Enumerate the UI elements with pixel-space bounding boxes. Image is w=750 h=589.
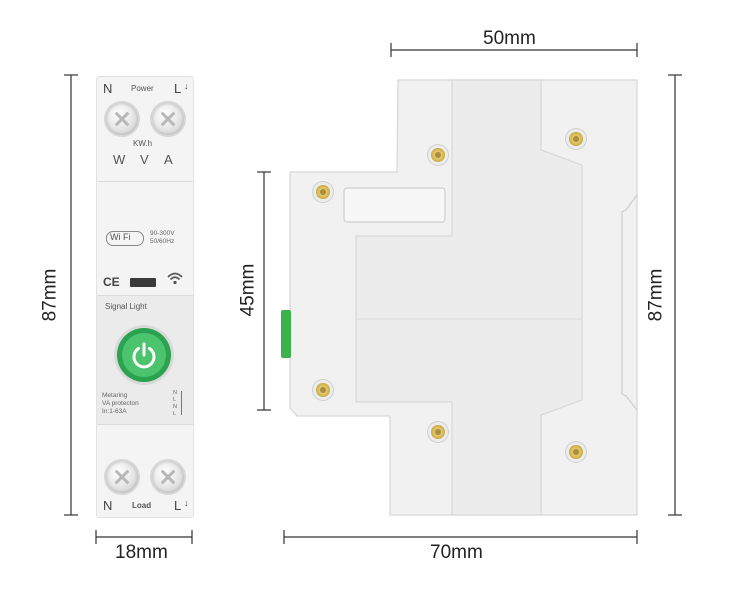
bottom-l-label: L — [174, 498, 182, 513]
frequency-text: 50/60Hz — [150, 238, 175, 245]
top-terminal-n — [106, 103, 138, 135]
bottom-terminal-n — [106, 461, 138, 493]
side-inner-height-label: 45mm — [237, 263, 259, 317]
power-icon — [132, 342, 156, 369]
wifi-badge — [106, 231, 144, 246]
top-l-label: L — [174, 81, 182, 96]
top-terminal-l — [152, 103, 184, 135]
signal-light-label: Signal Light — [105, 302, 147, 311]
side-screw — [431, 148, 445, 162]
side-screw — [316, 383, 330, 397]
green-clip — [281, 310, 291, 358]
metering-text: Metaring — [102, 392, 128, 399]
unit-v: V — [140, 152, 149, 167]
side-top-width-label: 50mm — [483, 28, 536, 49]
side-screw — [431, 425, 445, 439]
switch-n2: N — [173, 404, 177, 410]
side-height-label: 87mm — [645, 268, 667, 322]
ground-arrow-icon: ↓ — [184, 498, 189, 508]
front-height-label: 87mm — [39, 268, 61, 322]
protection-text: VA protecton — [102, 400, 139, 407]
switch-n1: N — [173, 390, 177, 396]
unit-a: A — [164, 152, 173, 167]
status-indicator — [130, 278, 156, 287]
side-view — [289, 79, 638, 516]
top-terminal-section: N Power L ↓ KW.h W V A — [97, 77, 193, 181]
power-button[interactable] — [117, 328, 171, 382]
bottom-terminal-l — [152, 461, 184, 493]
front-width-label: 18mm — [115, 542, 168, 563]
side-screw — [316, 185, 330, 199]
info-section: Wi Fi 90-300V 50/60Hz CE — [97, 183, 193, 301]
unit-w: W — [113, 152, 126, 167]
top-n-label: N — [103, 81, 113, 96]
ce-mark: CE — [103, 275, 120, 289]
ground-arrow-icon: ↓ — [184, 81, 189, 91]
front-view: N Power L ↓ KW.h W V A Wi Fi 90-300V 50/… — [96, 76, 194, 518]
bottom-n-label: N — [103, 498, 113, 513]
switch-l1: L — [173, 397, 177, 403]
top-power-label: Power — [131, 84, 154, 93]
wifi-icon — [167, 272, 183, 288]
side-width-label: 70mm — [430, 542, 483, 563]
side-screw — [569, 132, 583, 146]
kwh-label: KW.h — [133, 139, 153, 148]
control-section: Signal Light Metaring VA protecton In:1-… — [97, 296, 193, 424]
bottom-load-label: Load — [132, 501, 152, 510]
wifi-text: Wi Fi — [110, 232, 131, 242]
current-text: In:1-63A — [102, 408, 127, 415]
bottom-terminal-section: N Load L ↓ — [97, 425, 193, 517]
voltage-text: 90-300V — [150, 230, 175, 237]
switch-l2: L — [173, 411, 177, 417]
switch-symbol — [181, 391, 182, 415]
side-screw — [569, 445, 583, 459]
